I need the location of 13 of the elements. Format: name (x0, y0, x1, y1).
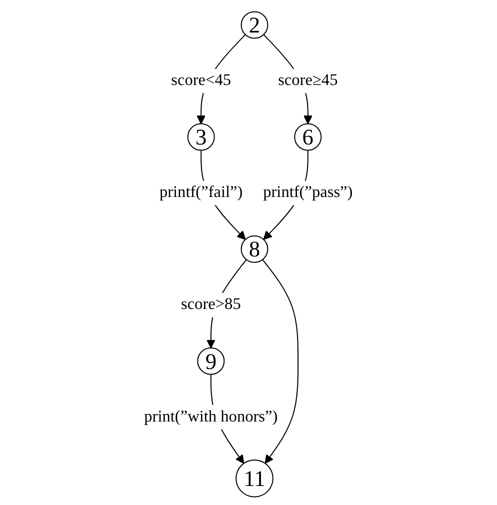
arrow (262, 259, 299, 464)
node-circle: 3 (187, 123, 215, 151)
node-circle: 8 (240, 235, 268, 263)
edge-label: printf(”pass”) (263, 184, 353, 202)
node-circle: 6 (294, 123, 322, 151)
node-circle: 11 (236, 459, 274, 498)
node-circle: 2 (240, 11, 268, 39)
edge-label: print(”with honors”) (144, 408, 278, 426)
edge-label: score<45 (171, 72, 232, 90)
node-circle: 9 (197, 347, 225, 375)
edge-label: printf(”fail”) (160, 184, 243, 202)
edge-label: score≥45 (278, 72, 338, 90)
edge-label: score>85 (181, 296, 241, 314)
